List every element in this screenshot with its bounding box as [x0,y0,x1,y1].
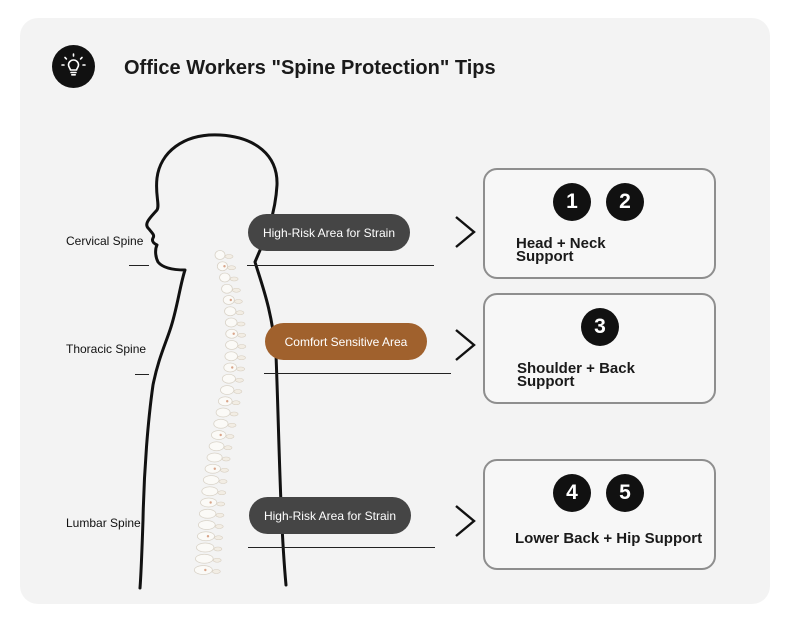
vertebra-process [223,445,233,451]
vertebra [219,272,231,283]
vertebra [215,407,231,418]
vertebra-marker [209,501,212,504]
vertebra-marker [231,366,234,369]
vertebra-process [229,411,239,417]
vertebra [224,317,238,328]
spine-label-cervical: Cervical Spine [66,234,144,248]
vertebra-marker [232,332,235,335]
vertebra [204,463,221,474]
vertebra-process [214,535,223,541]
vertebra-process [224,254,234,259]
vertebra-process [229,276,239,282]
vertebra [217,396,233,407]
vertebra-process [221,456,231,462]
vertebra-process [220,467,229,473]
vertebra-process [213,546,223,552]
vertebra [221,373,236,384]
vertebra-process [225,434,235,439]
zone-pill-thoracic: Comfort Sensitive Area [265,323,427,360]
vertebra [214,250,226,260]
vertebra-process [218,479,228,484]
zone-pill-lumbar: High-Risk Area for Strain [249,497,411,534]
vertebra-process [237,344,247,349]
vertebra [202,475,220,485]
vertebra [201,486,219,497]
tip-number-badge: 5 [606,474,644,512]
vertebra [197,531,215,542]
vertebra [225,340,239,350]
vertebra-process [237,332,247,338]
thoracic-right-rule [264,373,451,374]
cervical-left-rule [129,265,149,266]
vertebra-process [235,310,245,316]
chevron-right-icon [455,505,476,537]
spine-vertebrae [193,250,247,575]
tip-number-badge: 4 [553,474,591,512]
vertebra [193,565,213,575]
vertebra [211,430,227,440]
vertebra-process [236,321,246,327]
cervical-right-rule [247,265,434,266]
vertebra [224,351,238,362]
zone-pill-cervical: High-Risk Area for Strain [248,214,410,251]
tip-box-head-neck [483,168,716,279]
vertebra-marker [226,400,229,403]
vertebra-process [231,400,241,406]
spine-label-lumbar: Lumbar Spine [66,516,141,530]
vertebra [220,385,235,395]
chevron-right-icon [455,329,476,361]
vertebra [221,283,233,294]
vertebra [200,497,218,508]
page-title: Office Workers "Spine Protection" Tips [124,57,496,79]
vertebra [223,362,238,373]
vertebra-process [216,501,226,507]
lumbar-right-rule [248,547,435,548]
vertebra-process [234,299,243,304]
vertebra [225,328,239,339]
vertebra-process [214,524,224,529]
vertebra-process [235,377,244,383]
vertebra [224,306,237,317]
vertebra [206,452,223,463]
vertebra-marker [204,568,207,572]
tip-number-badge: 3 [581,308,619,346]
vertebra-process [217,490,227,496]
vertebra [222,295,235,305]
chevron-right-icon [455,216,476,248]
vertebra-marker [223,265,226,268]
vertebra-process [232,287,241,293]
vertebra [213,418,229,429]
vertebra-process [227,422,237,428]
vertebra-process [215,512,225,518]
vertebra [197,520,216,530]
vertebra-marker [213,467,216,470]
vertebra-process [236,366,245,372]
vertebra [208,441,225,452]
vertebra [195,553,214,564]
thoracic-left-rule [135,374,149,375]
vertebra-process [212,557,222,563]
lightbulb-icon [52,45,95,88]
tip-box-lower-back-hip [483,459,716,570]
vertebra-process [212,569,221,574]
vertebra-marker [219,433,222,437]
spine-label-thoracic: Thoracic Spine [66,342,147,356]
vertebra-process [227,265,236,271]
tip-text-lower-back-hip: Lower Back + Hip Support [515,530,703,547]
vertebra-marker [229,298,232,302]
vertebra [196,542,215,553]
vertebra [198,508,217,519]
vertebra [216,261,229,272]
tip-number-badge: 2 [606,183,644,221]
vertebra-marker [206,535,210,538]
vertebra-process [233,389,243,394]
vertebra-process [237,355,246,361]
tip-number-badge: 1 [553,183,591,221]
